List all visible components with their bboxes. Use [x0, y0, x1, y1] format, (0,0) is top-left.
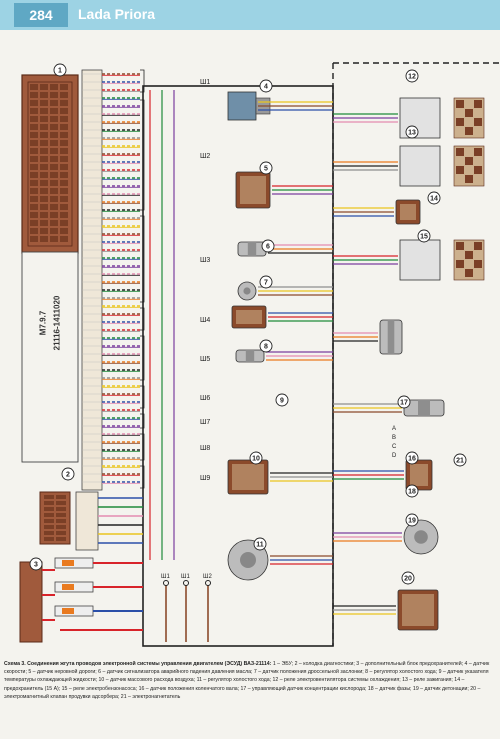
component-number-badge: 1	[53, 63, 67, 77]
component-5	[235, 171, 271, 209]
component-number-badge: 8	[259, 339, 273, 353]
component-number-badge: 20	[401, 571, 415, 585]
component-number-badge: 13	[405, 125, 419, 139]
component-number-badge: 10	[249, 451, 263, 465]
component-number-badge: 9	[275, 393, 289, 407]
page-number: 284	[14, 3, 68, 27]
svg-text:19: 19	[408, 518, 416, 525]
component-number-badge: 16	[405, 451, 419, 465]
component-10	[227, 459, 269, 495]
component-number-badge: 18	[405, 484, 419, 498]
component-number-badge: 19	[405, 513, 419, 527]
pin-letter: D	[392, 453, 397, 459]
connector-label: Ш6	[200, 395, 210, 402]
svg-text:5: 5	[264, 166, 268, 173]
diagnostic-connector	[39, 491, 143, 551]
component-number-badge: 3	[29, 557, 43, 571]
svg-text:21: 21	[456, 458, 464, 465]
svg-text:15: 15	[420, 234, 428, 241]
ecu-unit	[21, 74, 79, 463]
svg-text:2: 2	[66, 472, 70, 479]
component-19	[403, 519, 439, 555]
component-number-badge: 6	[261, 239, 275, 253]
component-number-badge: 12	[405, 69, 419, 83]
component-18	[405, 459, 433, 491]
component-number-badge: 21	[453, 453, 467, 467]
ground-leads	[163, 580, 211, 642]
component-number-badge: 4	[259, 79, 273, 93]
svg-text:20: 20	[404, 576, 412, 583]
ground-label: Ш2	[203, 574, 212, 580]
connector-label: Ш2	[200, 153, 210, 160]
connector-label: Ш7	[200, 419, 210, 426]
connector-label: Ш4	[200, 317, 210, 324]
component-number-badge: 11	[253, 537, 267, 551]
svg-text:7: 7	[264, 280, 268, 287]
svg-text:10: 10	[252, 456, 260, 463]
svg-text:17: 17	[400, 400, 408, 407]
svg-text:11: 11	[256, 542, 264, 549]
component-13	[399, 145, 485, 187]
component-6	[237, 241, 267, 257]
svg-text:13: 13	[408, 130, 416, 137]
svg-text:4: 4	[264, 84, 268, 91]
extra-fuse-block	[19, 557, 143, 643]
ground-label: Ш1	[161, 574, 170, 580]
ecu-part-number: 21116-1411020	[52, 295, 62, 351]
connector-label: Ш3	[200, 257, 210, 264]
component-8	[231, 305, 267, 329]
page-header: 284 Lada Priora	[0, 0, 500, 30]
component-16	[379, 319, 403, 355]
svg-text:9: 9	[280, 398, 284, 405]
component-9	[235, 349, 265, 363]
ecu-model: M7.9.7	[38, 310, 48, 336]
component-number-badge: 17	[397, 395, 411, 409]
figure-caption: Схема 3. Соединения жгута проводов элект…	[4, 660, 496, 701]
component-number-badge: 2	[61, 467, 75, 481]
ecu-label: M7.9.7 21116-1411020	[28, 258, 72, 388]
component-number-badge: 14	[427, 191, 441, 205]
svg-text:6: 6	[266, 244, 270, 251]
ecu-connector-strip	[81, 69, 103, 491]
connector-label: Ш8	[200, 445, 210, 452]
connector-label: Ш1	[200, 79, 210, 86]
svg-text:18: 18	[408, 489, 416, 496]
connector-label: Ш5	[200, 356, 210, 363]
component-15	[399, 239, 485, 281]
component-20	[397, 589, 439, 631]
component-number-badge: 7	[259, 275, 273, 289]
pin-letter: C	[392, 444, 397, 450]
component-7	[237, 281, 257, 301]
caption-title: Схема 3. Соединения жгута проводов элект…	[4, 661, 272, 667]
running-title: Lada Priora	[78, 6, 156, 22]
svg-text:8: 8	[264, 344, 268, 351]
svg-text:1: 1	[58, 68, 62, 75]
caption-text: 1 – ЭБУ; 2 – колодка диагностики; 3 – до…	[4, 661, 490, 700]
svg-text:16: 16	[408, 456, 416, 463]
component-14	[395, 199, 421, 225]
svg-text:12: 12	[408, 74, 416, 81]
pin-letter: A	[392, 426, 396, 432]
pin-letter: B	[392, 435, 396, 441]
svg-text:3: 3	[34, 562, 38, 569]
component-number-badge: 5	[259, 161, 273, 175]
ground-label: Ш1	[181, 574, 190, 580]
svg-text:14: 14	[430, 196, 438, 203]
connector-label: Ш9	[200, 475, 210, 482]
component-number-badge: 15	[417, 229, 431, 243]
